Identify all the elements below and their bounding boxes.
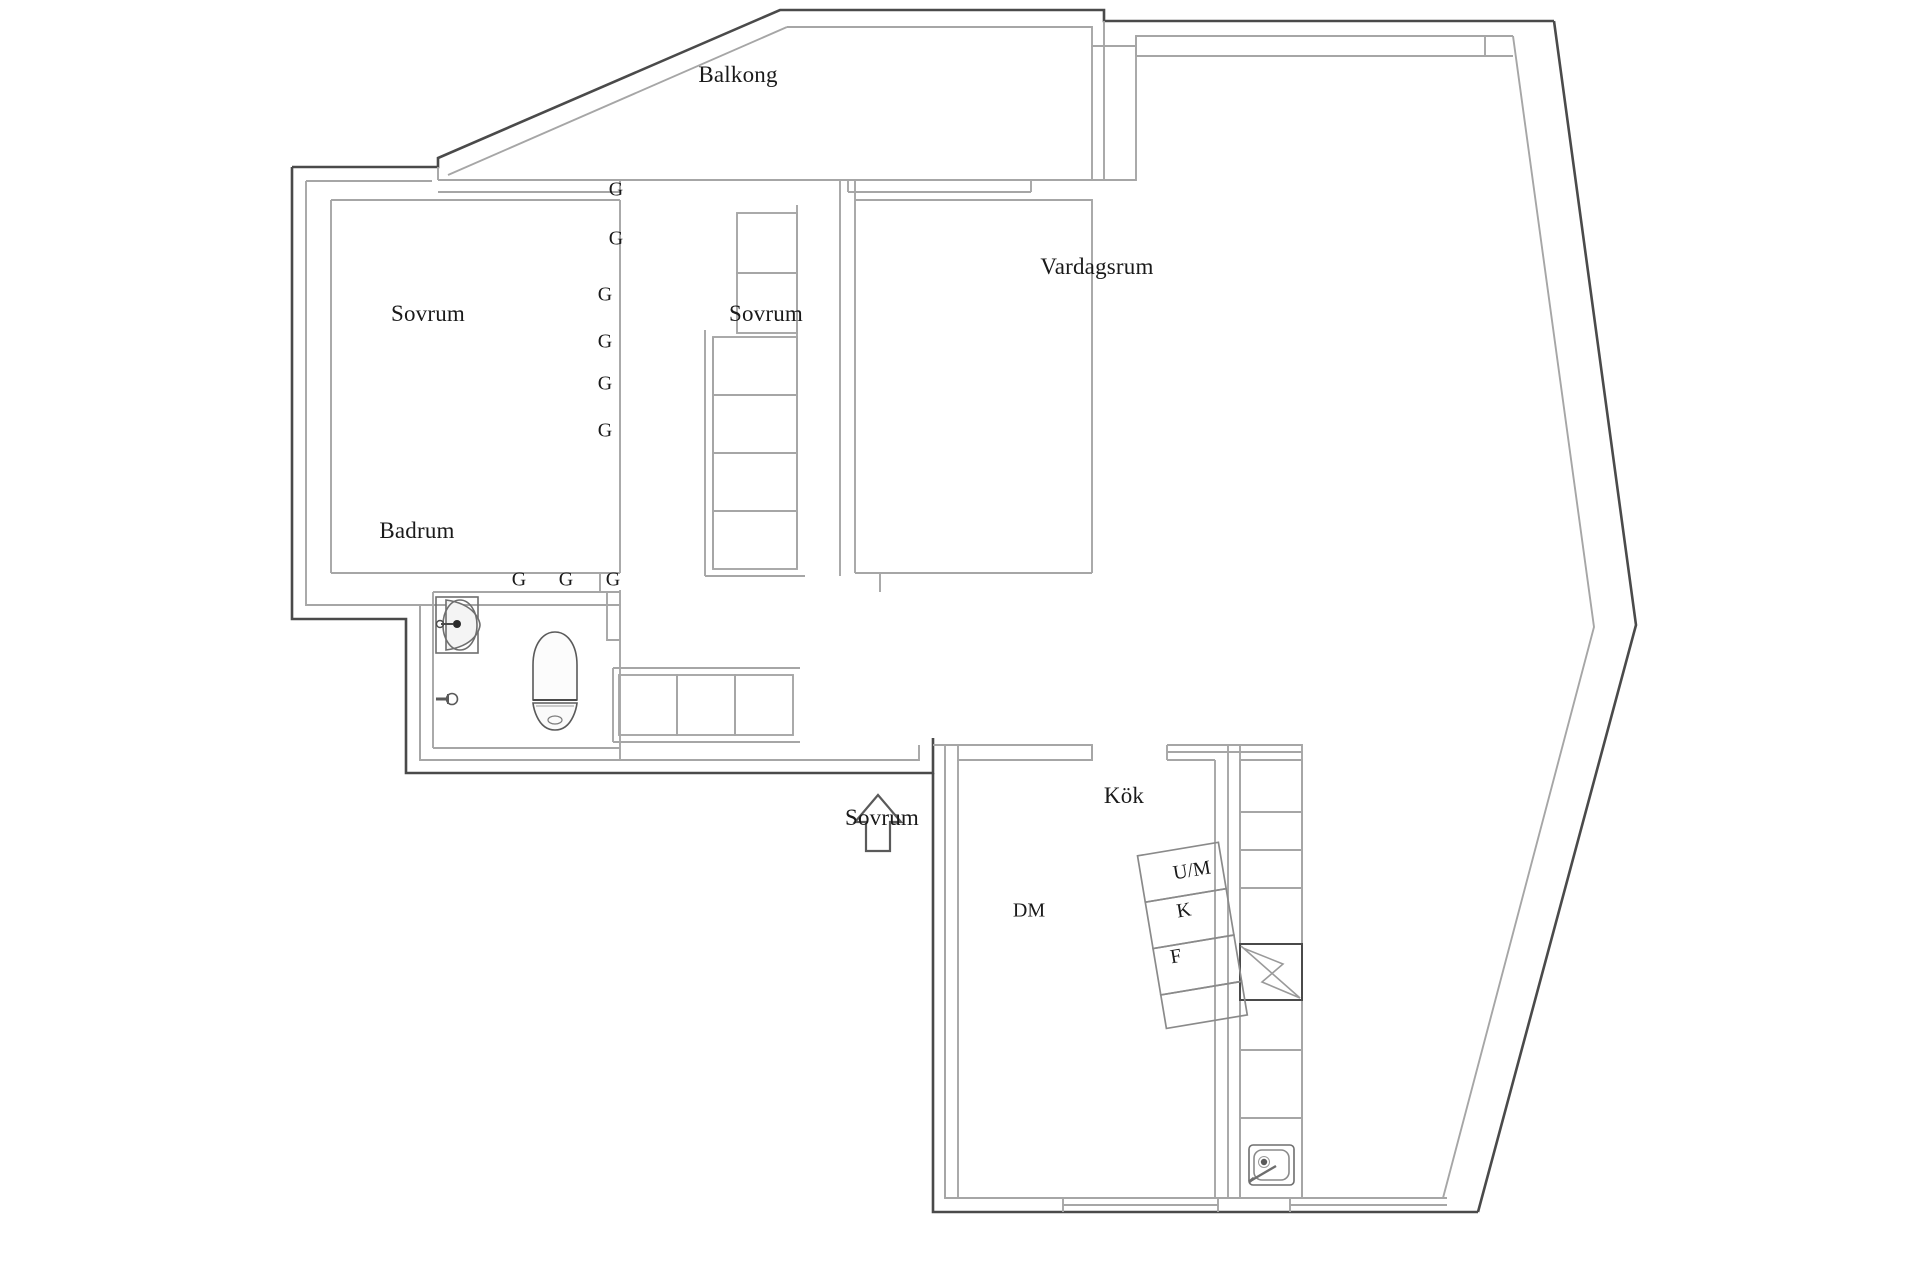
room-label-balkong: Balkong (698, 62, 778, 87)
hall-closet-3 (734, 674, 794, 736)
kitchen-cabinet-3 (1239, 849, 1303, 889)
room-label-badrum: Badrum (379, 518, 455, 543)
window-north-1 (438, 179, 621, 193)
entrance-arrow-icon (852, 793, 904, 853)
closet-cell-l4 (712, 510, 798, 570)
room-label-kok: Kök (1103, 783, 1145, 808)
bathroom-sink-icon (435, 596, 481, 654)
bedroom-lower-outline (957, 745, 1093, 1198)
kitchen-dishwasher-cell (1239, 1049, 1303, 1119)
stove-cooktop-icon (1239, 943, 1303, 1001)
kitchen-cabinet-4 (1239, 887, 1303, 945)
inner-wall-group (305, 21, 1595, 1212)
bedroom-lower-east (1214, 745, 1229, 1198)
kitchen-cabinet-1 (1239, 759, 1303, 813)
appliance-stack-group (1136, 841, 1249, 1030)
window-north-2 (847, 179, 1032, 193)
outer-wall-north-west (290, 167, 935, 775)
shower-mixer-icon (436, 692, 459, 706)
window-north-3b (1135, 36, 1486, 56)
bathroom-north-wall (432, 591, 607, 748)
closet-cell-l3 (712, 452, 798, 512)
closet-label-l2: G (597, 330, 613, 353)
balcony-south-wall (437, 167, 1092, 181)
kitchen-sink-icon (1248, 1144, 1295, 1186)
closet-cell-u1 (736, 212, 798, 274)
toilet-icon (532, 631, 578, 731)
appliance-cell-extra (1159, 980, 1249, 1030)
inner-wall-south (944, 745, 1443, 1199)
window-south-1 (1062, 1197, 1219, 1212)
outer-wall-east (1476, 20, 1638, 1213)
hall-closet-1 (618, 674, 678, 736)
room-label-vardagsrum: Vardagsrum (1040, 254, 1154, 279)
hall-closet-surround (612, 667, 800, 743)
hall-closet-label-1: G (511, 568, 527, 591)
wall-closet-bedroom-mid (839, 180, 856, 576)
closet-cell-l2 (712, 394, 798, 454)
kitchen-cabinet-2 (1239, 811, 1303, 851)
bedroom-middle-outline (854, 199, 1093, 573)
dishwasher-label: DM (1012, 899, 1046, 922)
balcony-inner-diagonal (447, 26, 788, 176)
window-north-3 (1136, 35, 1513, 57)
closet-cell-l1 (712, 336, 798, 396)
bathroom-partition (606, 592, 620, 641)
bedroom-lower-north-wall (933, 744, 1092, 1198)
hall-closet-2 (676, 674, 736, 736)
wall-livingroom-west (1091, 46, 1137, 181)
closet-label-l1: G (597, 283, 613, 306)
room-label-sovrum-left: Sovrum (390, 301, 466, 326)
kitchen-cabinet-5 (1239, 999, 1303, 1051)
outer-wall-balcony-top (292, 8, 1554, 169)
bedroom-left-outline (330, 199, 620, 573)
closet-column-partition (704, 205, 805, 577)
hall-closet-label-2: G (558, 568, 574, 591)
closet-label-u1: G (608, 178, 624, 201)
window-south-2 (1289, 1197, 1447, 1212)
inner-wall-east (1442, 35, 1595, 1199)
bedroom-lower-top-block (957, 744, 1093, 761)
closet-label-l3: G (597, 372, 613, 395)
room-label-sovrum-middle: Sovrum (728, 301, 804, 326)
hall-closet-label-3: G (605, 568, 621, 591)
outer-wall-south (931, 773, 1478, 1214)
closet-label-l4: G (597, 419, 613, 442)
room-label-sovrum-lower: Sovrum (844, 805, 920, 830)
outer-wall-group (290, 8, 1638, 1214)
closet-label-u2: G (608, 227, 624, 250)
